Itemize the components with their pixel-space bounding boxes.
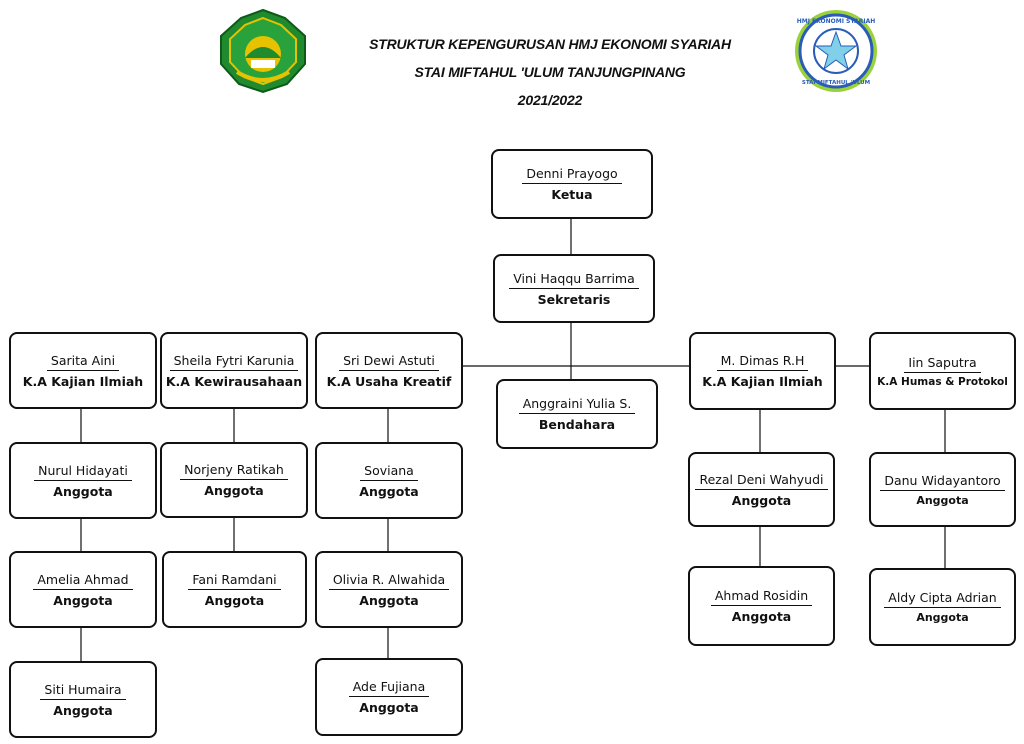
node-name: Iin Saputra	[904, 355, 981, 373]
node-usaha-kreatif: Sri Dewi Astuti K.A Usaha Kreatif	[315, 332, 463, 409]
node-anggota: Nurul Hidayati Anggota	[9, 442, 157, 519]
node-anggota: Siti Humaira Anggota	[9, 661, 157, 738]
title-line-3: 2021/2022	[517, 92, 583, 108]
node-anggota: Danu Widayantoro Anggota	[869, 452, 1016, 527]
node-role: Anggota	[731, 609, 792, 624]
node-kewirausahaan: Sheila Fytri Karunia K.A Kewirausahaan	[160, 332, 308, 409]
node-name: Nurul Hidayati	[34, 463, 132, 481]
node-name: Siti Humaira	[40, 682, 126, 700]
node-role: Sekretaris	[537, 291, 611, 307]
node-anggota: Soviana Anggota	[315, 442, 463, 519]
node-name: Sri Dewi Astuti	[339, 353, 439, 371]
node-role: Bendahara	[538, 417, 616, 432]
node-role: K.A Humas & Protokol	[877, 375, 1008, 388]
node-name: Olivia R. Alwahida	[328, 572, 450, 590]
node-role: Anggota	[359, 700, 419, 715]
node-role: Anggota	[916, 611, 969, 624]
node-name: Aldy Cipta Adrian	[884, 590, 1001, 608]
node-name: Vini Haqqu Barrima	[509, 271, 639, 289]
node-name: Sheila Fytri Karunia	[169, 353, 299, 371]
node-role: Anggota	[731, 492, 792, 508]
node-name: Soviana	[360, 463, 418, 481]
node-role: Anggota	[359, 592, 419, 608]
node-name: Anggraini Yulia S.	[518, 396, 636, 414]
node-name: M. Dimas R.H	[716, 353, 809, 371]
node-role: Anggota	[53, 483, 113, 499]
logo-right: HMJ EKONOMI SYARIAH STAI MIFTAHUL 'ULUM	[788, 8, 884, 94]
node-name: Amelia Ahmad	[33, 572, 133, 590]
node-anggota: Ade Fujiana Anggota	[315, 658, 463, 736]
node-role: Anggota	[53, 592, 113, 608]
node-anggota: Rezal Deni Wahyudi Anggota	[688, 452, 835, 527]
node-role: Anggota	[53, 702, 113, 718]
node-anggota: Norjeny Ratikah Anggota	[160, 442, 308, 518]
logo-left	[215, 8, 311, 94]
node-anggota: Amelia Ahmad Anggota	[9, 551, 157, 628]
node-role: Anggota	[359, 483, 419, 499]
node-anggota: Olivia R. Alwahida Anggota	[315, 551, 463, 628]
node-name: Danu Widayantoro	[880, 473, 1005, 491]
node-name: Ahmad Rosidin	[710, 588, 813, 606]
logo-right-text-bottom: STAI MIFTAHUL 'ULUM	[802, 80, 870, 86]
node-anggota: Aldy Cipta Adrian Anggota	[869, 568, 1016, 646]
node-role: K.A Kewirausahaan	[165, 373, 303, 389]
node-name: Ade Fujiana	[348, 679, 430, 697]
node-bendahara: Anggraini Yulia S. Bendahara	[496, 379, 658, 449]
node-humas-protokol: Iin Saputra K.A Humas & Protokol	[869, 332, 1016, 410]
node-role: Anggota	[916, 493, 969, 507]
title-line-2: STAI MIFTAHUL 'ULUM TANJUNGPINANG	[414, 64, 686, 80]
node-sekretaris: Vini Haqqu Barrima Sekretaris	[493, 254, 655, 323]
node-role: Anggota	[204, 592, 265, 608]
node-name: Denni Prayogo	[522, 166, 622, 184]
node-role: K.A Usaha Kreatif	[326, 373, 452, 389]
node-role: Anggota	[204, 483, 264, 498]
node-name: Rezal Deni Wahyudi	[695, 472, 828, 490]
node-anggota: Fani Ramdani Anggota	[162, 551, 307, 628]
node-role: Ketua	[551, 187, 593, 202]
node-role: K.A Kajian Ilmiah	[702, 374, 823, 389]
node-anggota: Ahmad Rosidin Anggota	[688, 566, 835, 646]
node-name: Sarita Aini	[46, 353, 120, 371]
node-name: Fani Ramdani	[188, 572, 281, 590]
title-line-1: STRUKTUR KEPENGURUSAN HMJ EKONOMI SYARIA…	[369, 36, 731, 52]
node-ketua: Denni Prayogo Ketua	[491, 149, 653, 219]
node-name: Norjeny Ratikah	[180, 462, 288, 480]
node-kajian-ilmiah-1: Sarita Aini K.A Kajian Ilmiah	[9, 332, 157, 409]
node-kajian-ilmiah-2: M. Dimas R.H K.A Kajian Ilmiah	[689, 332, 836, 410]
logo-right-text-top: HMJ EKONOMI SYARIAH	[797, 18, 876, 25]
node-role: K.A Kajian Ilmiah	[22, 373, 144, 389]
